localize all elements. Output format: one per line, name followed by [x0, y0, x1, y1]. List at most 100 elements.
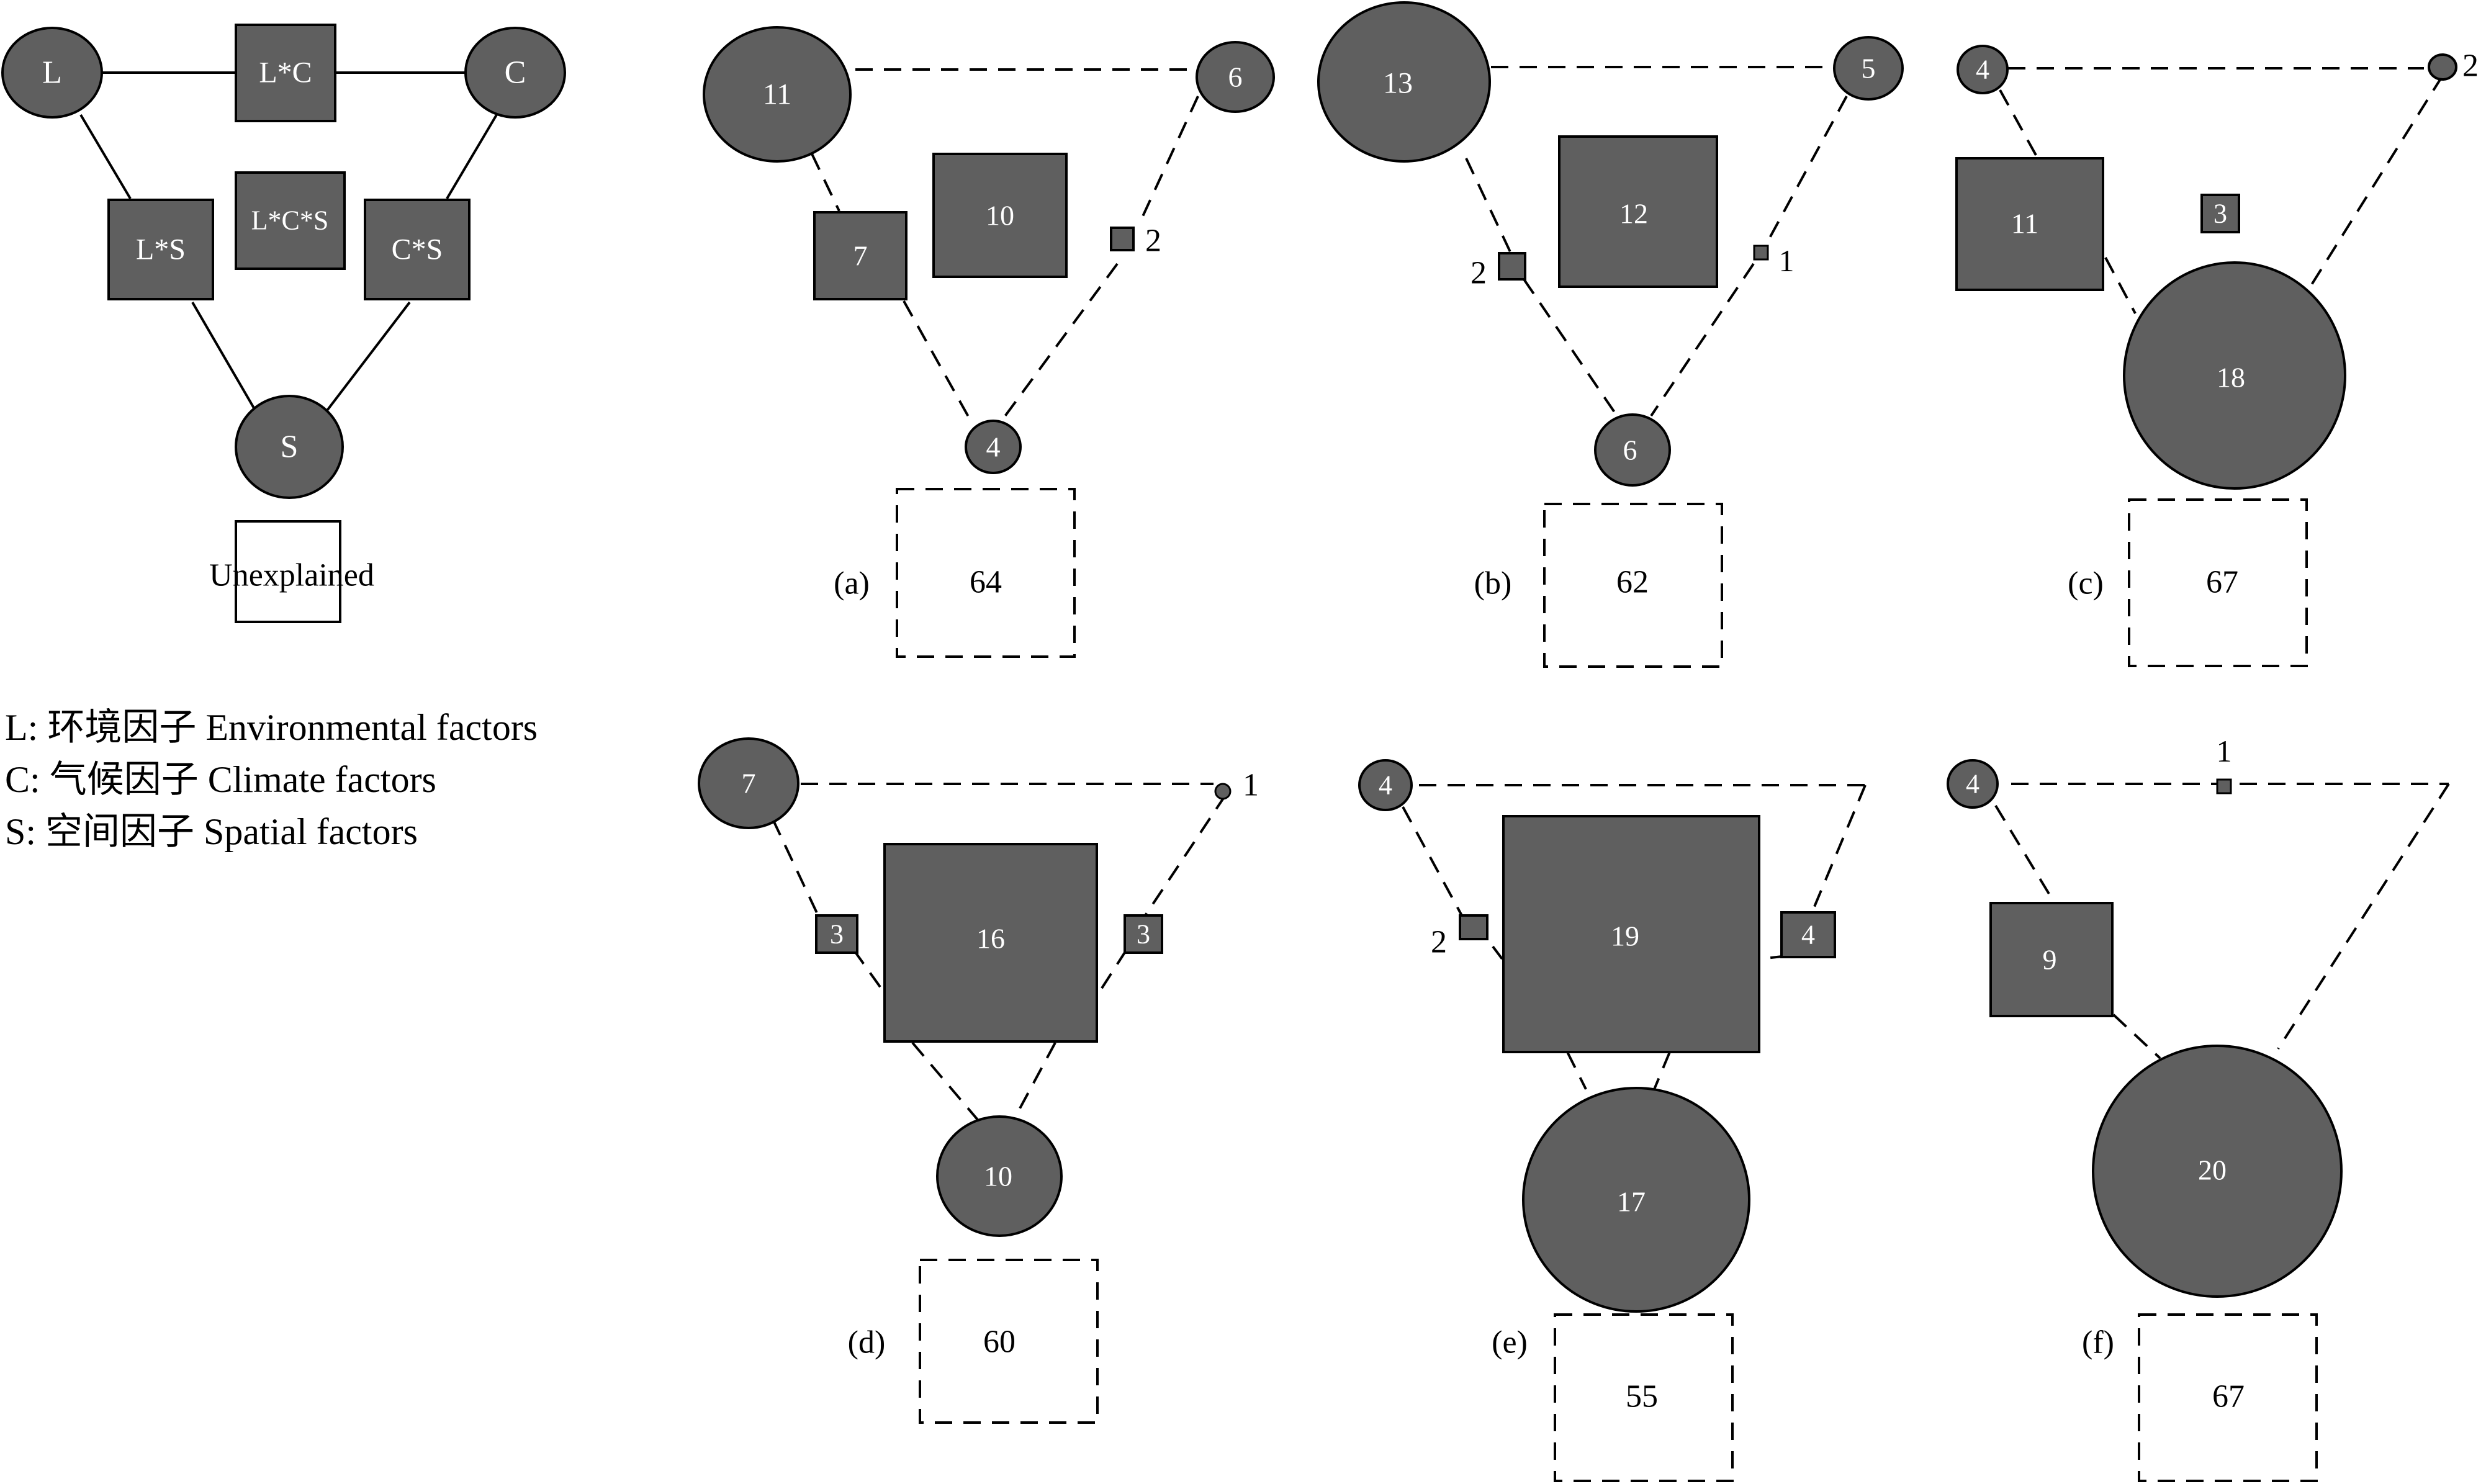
- panel-b-node-l-value: 13: [1383, 67, 1413, 100]
- panel-f-node-s: [2092, 1045, 2343, 1298]
- panel-d-node-s-value: 10: [984, 1161, 1012, 1192]
- panel-a-node-l-value: 11: [763, 78, 791, 111]
- panel-e-node-l: [1358, 759, 1413, 811]
- panel-e-node-ls-value: 2: [1431, 925, 1447, 960]
- key-diagram: L L*C C L*S L*C*S C*S S Unexplained: [1, 24, 566, 623]
- panel-f: 4 1 9 20 67 (f): [1947, 734, 2450, 1482]
- panel-a: 11 6 7 10 2 4 64 (a): [703, 26, 1275, 658]
- panel-e-label: (e): [1492, 1325, 1528, 1360]
- panel-e-node-lcs: [1502, 815, 1760, 1053]
- panel-f-node-ls: [1989, 902, 2114, 1017]
- panel-f-node-l-value: 4: [1966, 769, 1979, 799]
- panel-c-residual-value: 67: [2206, 565, 2238, 600]
- panel-e-node-ls: [1459, 914, 1488, 940]
- panel-d-residual-value: 60: [983, 1324, 1016, 1360]
- panel-f-label: (f): [2082, 1325, 2114, 1360]
- panel-d-node-c-value: 1: [1243, 768, 1259, 803]
- key-node-lc: [235, 24, 336, 122]
- key-node-unexplained: [235, 520, 341, 623]
- panel-d-node-s: [936, 1115, 1063, 1237]
- panel-d-node-l-value: 7: [742, 768, 756, 799]
- panel-b-node-s-value: 6: [1623, 434, 1637, 466]
- key-node-lc-label: L*C: [259, 56, 312, 89]
- legend-cn-label: 空间因子: [45, 811, 195, 852]
- panel-f-node-l: [1947, 759, 1999, 809]
- panel-a-node-cs-value: 2: [1145, 223, 1161, 259]
- legend-symbol: C:: [5, 759, 40, 800]
- panel-a-label: (a): [834, 566, 870, 601]
- panel-a-node-cs: [1110, 227, 1135, 251]
- key-node-ls: [107, 199, 214, 300]
- panel-b-node-s: [1594, 413, 1671, 487]
- factor-legend: L: 环境因子 Environmental factors C: 气候因子 Cl…: [5, 701, 538, 858]
- panel-c: 4 2 11 3 18 67 (c): [1955, 45, 2479, 667]
- panel-e-node-cs-value: 4: [1801, 920, 1815, 950]
- key-line-c-cs: [446, 114, 498, 200]
- panel-c-residual-box: [2128, 498, 2308, 667]
- panel-f-node-lc-value: 1: [2217, 734, 2232, 768]
- panel-d-node-ls-value: 3: [830, 919, 844, 950]
- key-node-cs-label: C*S: [392, 233, 443, 266]
- panel-c-node-lcs-value: 3: [2214, 199, 2227, 229]
- panel-a-node-lcs: [932, 153, 1068, 278]
- panel-d-node-ls: [815, 914, 858, 954]
- panel-f-node-ls-value: 9: [2043, 944, 2057, 976]
- panel-a-node-l: [703, 26, 852, 163]
- key-line-ls-s: [191, 301, 267, 429]
- key-node-c: [464, 27, 566, 119]
- panel-e-node-lcs-value: 19: [1611, 920, 1639, 952]
- panel-b-node-ls: [1498, 252, 1526, 281]
- panel-b-node-cs-value: 1: [1779, 243, 1795, 278]
- key-line-cs-s: [312, 301, 411, 429]
- key-node-l: [1, 27, 103, 119]
- panel-d-node-lcs-value: 16: [976, 923, 1005, 955]
- panel-b-residual-value: 62: [1616, 565, 1649, 600]
- panel-d-node-c: [1214, 783, 1232, 800]
- panel-d: 7 1 3 16 3 10 60 (d): [698, 737, 1259, 1424]
- legend-en-label: Spatial factors: [204, 811, 418, 852]
- panel-c-node-lcs: [2200, 194, 2240, 233]
- key-node-c-label: C: [505, 55, 526, 91]
- legend-item-c: C: 气候因子 Climate factors: [5, 753, 538, 806]
- panel-a-node-ls: [813, 211, 907, 300]
- panel-c-node-ls-value: 11: [2011, 208, 2038, 240]
- panel-d-label: (d): [848, 1325, 886, 1360]
- panel-c-node-ls: [1955, 157, 2104, 291]
- legend-item-l: L: 环境因子 Environmental factors: [5, 701, 538, 753]
- panel-d-residual-box: [919, 1259, 1099, 1424]
- panel-c-node-c: [2428, 53, 2457, 81]
- panel-b-label: (b): [1474, 566, 1512, 601]
- panel-a-node-c: [1196, 41, 1275, 113]
- panel-b-node-lcs: [1558, 135, 1718, 288]
- key-node-s-label: S: [281, 429, 299, 465]
- panel-e-node-l-value: 4: [1379, 770, 1392, 801]
- key-node-ls-label: L*S: [136, 233, 186, 266]
- panel-c-node-s-value: 18: [2217, 362, 2245, 393]
- panel-a-node-s-value: 4: [986, 431, 1001, 463]
- panel-e-node-cs: [1780, 911, 1836, 958]
- panel-a-node-s: [965, 420, 1022, 474]
- key-node-s: [235, 395, 344, 499]
- panel-b-node-cs: [1753, 245, 1769, 261]
- panel-c-node-c-value: 2: [2462, 48, 2479, 84]
- key-node-l-label: L: [42, 55, 62, 91]
- panel-b-node-lcs-value: 12: [1619, 198, 1648, 230]
- key-node-lcs-label: L*C*S: [251, 205, 329, 236]
- panel-c-node-s: [2123, 261, 2346, 490]
- panel-b-node-c-value: 5: [1862, 53, 1876, 84]
- panel-b: 13 5 2 12 1 6 62 (b): [1317, 1, 1904, 668]
- legend-en-label: Climate factors: [207, 759, 436, 800]
- panel-e-node-s: [1522, 1087, 1750, 1313]
- legend-symbol: S:: [5, 811, 37, 852]
- panel-d-node-lcs: [883, 843, 1098, 1043]
- panel-b-node-ls-value: 2: [1470, 256, 1487, 291]
- legend-cn-label: 环境因子: [47, 707, 197, 748]
- legend-cn-label: 气候因子: [49, 759, 199, 800]
- legend-en-label: Environmental factors: [205, 707, 538, 748]
- panel-d-node-cs: [1124, 914, 1163, 954]
- panel-e-residual-box: [1554, 1313, 1734, 1482]
- panel-d-node-cs-value: 3: [1137, 919, 1150, 950]
- panel-f-residual-value: 67: [2212, 1379, 2245, 1414]
- panel-e: 4 2 19 4 17 55 (e): [1358, 759, 1867, 1482]
